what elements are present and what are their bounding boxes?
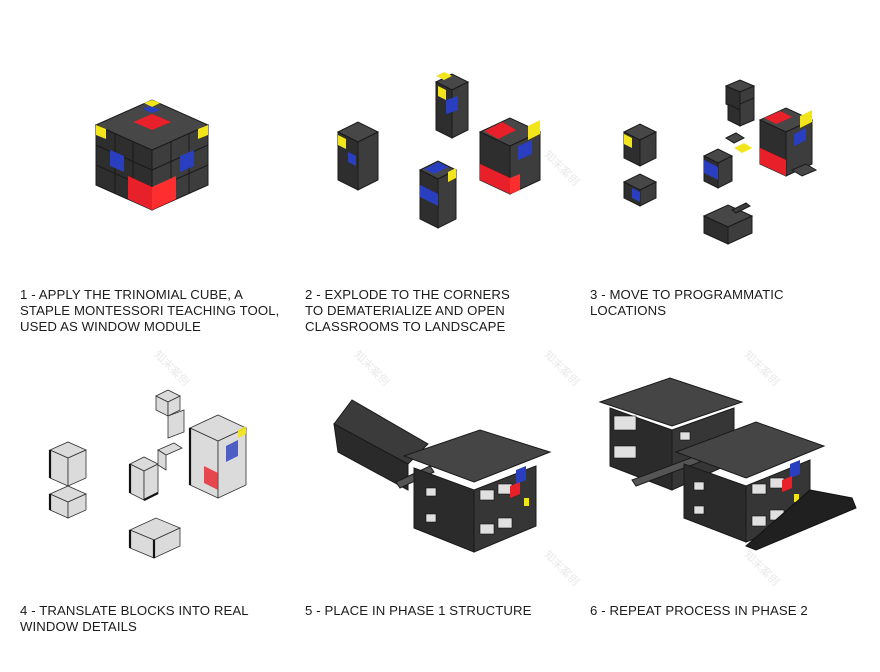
step-1-cube-illustration	[60, 70, 340, 270]
step-6-caption: 6 - REPEAT PROCESS IN PHASE 2	[590, 603, 808, 618]
step-2-caption: 2 - EXPLODE TO THE CORNERS TO DEMATERIAL…	[305, 287, 510, 334]
watermark: 知末案例	[351, 348, 392, 389]
watermark: 知末案例	[541, 348, 582, 389]
step-5-phase1-building-illustration	[330, 390, 610, 590]
step-5-caption: 5 - PLACE IN PHASE 1 STRUCTURE	[305, 603, 532, 618]
step-3-moved-illustration	[610, 70, 880, 270]
step-2-exploded-illustration	[320, 60, 600, 260]
step-6-phase2-building-illustration	[596, 372, 876, 572]
step-4-window-details-illustration	[40, 380, 320, 580]
step-4-caption: 4 - TRANSLATE BLOCKS INTO REAL WINDOW DE…	[20, 603, 249, 634]
step-1-caption: 1 - APPLY THE TRINOMIAL CUBE, A STAPLE M…	[20, 287, 280, 334]
step-3-caption: 3 - MOVE TO PROGRAMMATIC LOCATIONS	[590, 287, 784, 318]
